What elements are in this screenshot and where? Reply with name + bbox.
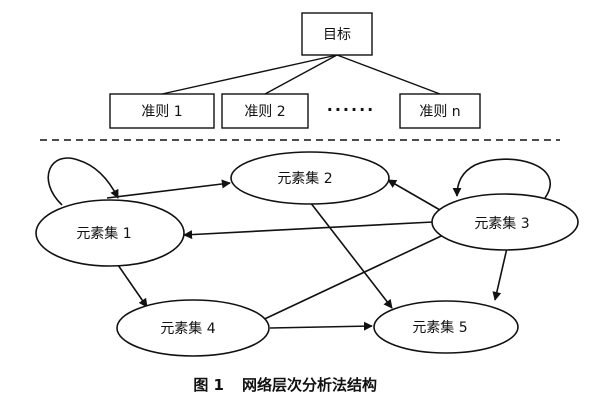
criterion-1-box	[109, 93, 215, 129]
goal-label: 目标	[323, 27, 351, 43]
cluster-4-label: 元素集 4	[160, 320, 215, 337]
cluster-5-node	[373, 300, 519, 354]
edge-c1-to-c4	[117, 264, 148, 308]
network-clusters: 元素集 1 元素集 2 元素集 3 元素集 4 元素集 5	[35, 151, 579, 357]
figure-title: 网络层次分析法结构	[242, 376, 377, 394]
figure-number: 图 1	[193, 376, 224, 394]
criterion-n-label: 准则 n	[419, 104, 460, 120]
edge-c1-to-c2	[106, 179, 231, 199]
cluster-5-label: 元素集 5	[412, 319, 467, 336]
edge-c4-to-c3	[255, 229, 455, 324]
goal-to-criterion-1-line	[161, 54, 338, 95]
edge-c1-self-loop	[47, 157, 119, 206]
network-edges	[47, 157, 552, 331]
cluster-1-node	[35, 199, 185, 267]
cluster-4-node	[116, 299, 270, 357]
goal-box	[301, 12, 373, 56]
edge-c4-to-c5	[269, 321, 373, 331]
edge-c3-to-c5	[492, 247, 508, 301]
cluster-3-label: 元素集 3	[474, 215, 529, 232]
edge-c3-self-loop	[452, 158, 552, 199]
cluster-2-node	[230, 151, 390, 205]
criterion-2-box	[221, 93, 309, 129]
criterion-2-label: 准则 2	[244, 104, 285, 120]
criterion-1-label: 准则 1	[141, 104, 182, 120]
edge-c3-to-c2	[387, 179, 441, 211]
control-hierarchy: 目标 准则 1 准则 2 ······ 准则 n	[109, 12, 481, 129]
figure-caption: 图 1 网络层次分析法结构	[193, 376, 377, 394]
criteria-ellipsis: ······	[327, 100, 375, 119]
cluster-2-label: 元素集 2	[277, 170, 332, 187]
criterion-n-box	[399, 93, 481, 129]
edge-c2-to-c5	[309, 201, 393, 309]
edge-c3-to-c1	[183, 221, 434, 240]
goal-to-criterion-2-line	[264, 54, 338, 95]
cluster-1-label: 元素集 1	[76, 225, 131, 242]
goal-to-criterion-n-line	[336, 54, 441, 95]
cluster-3-node	[431, 193, 579, 251]
